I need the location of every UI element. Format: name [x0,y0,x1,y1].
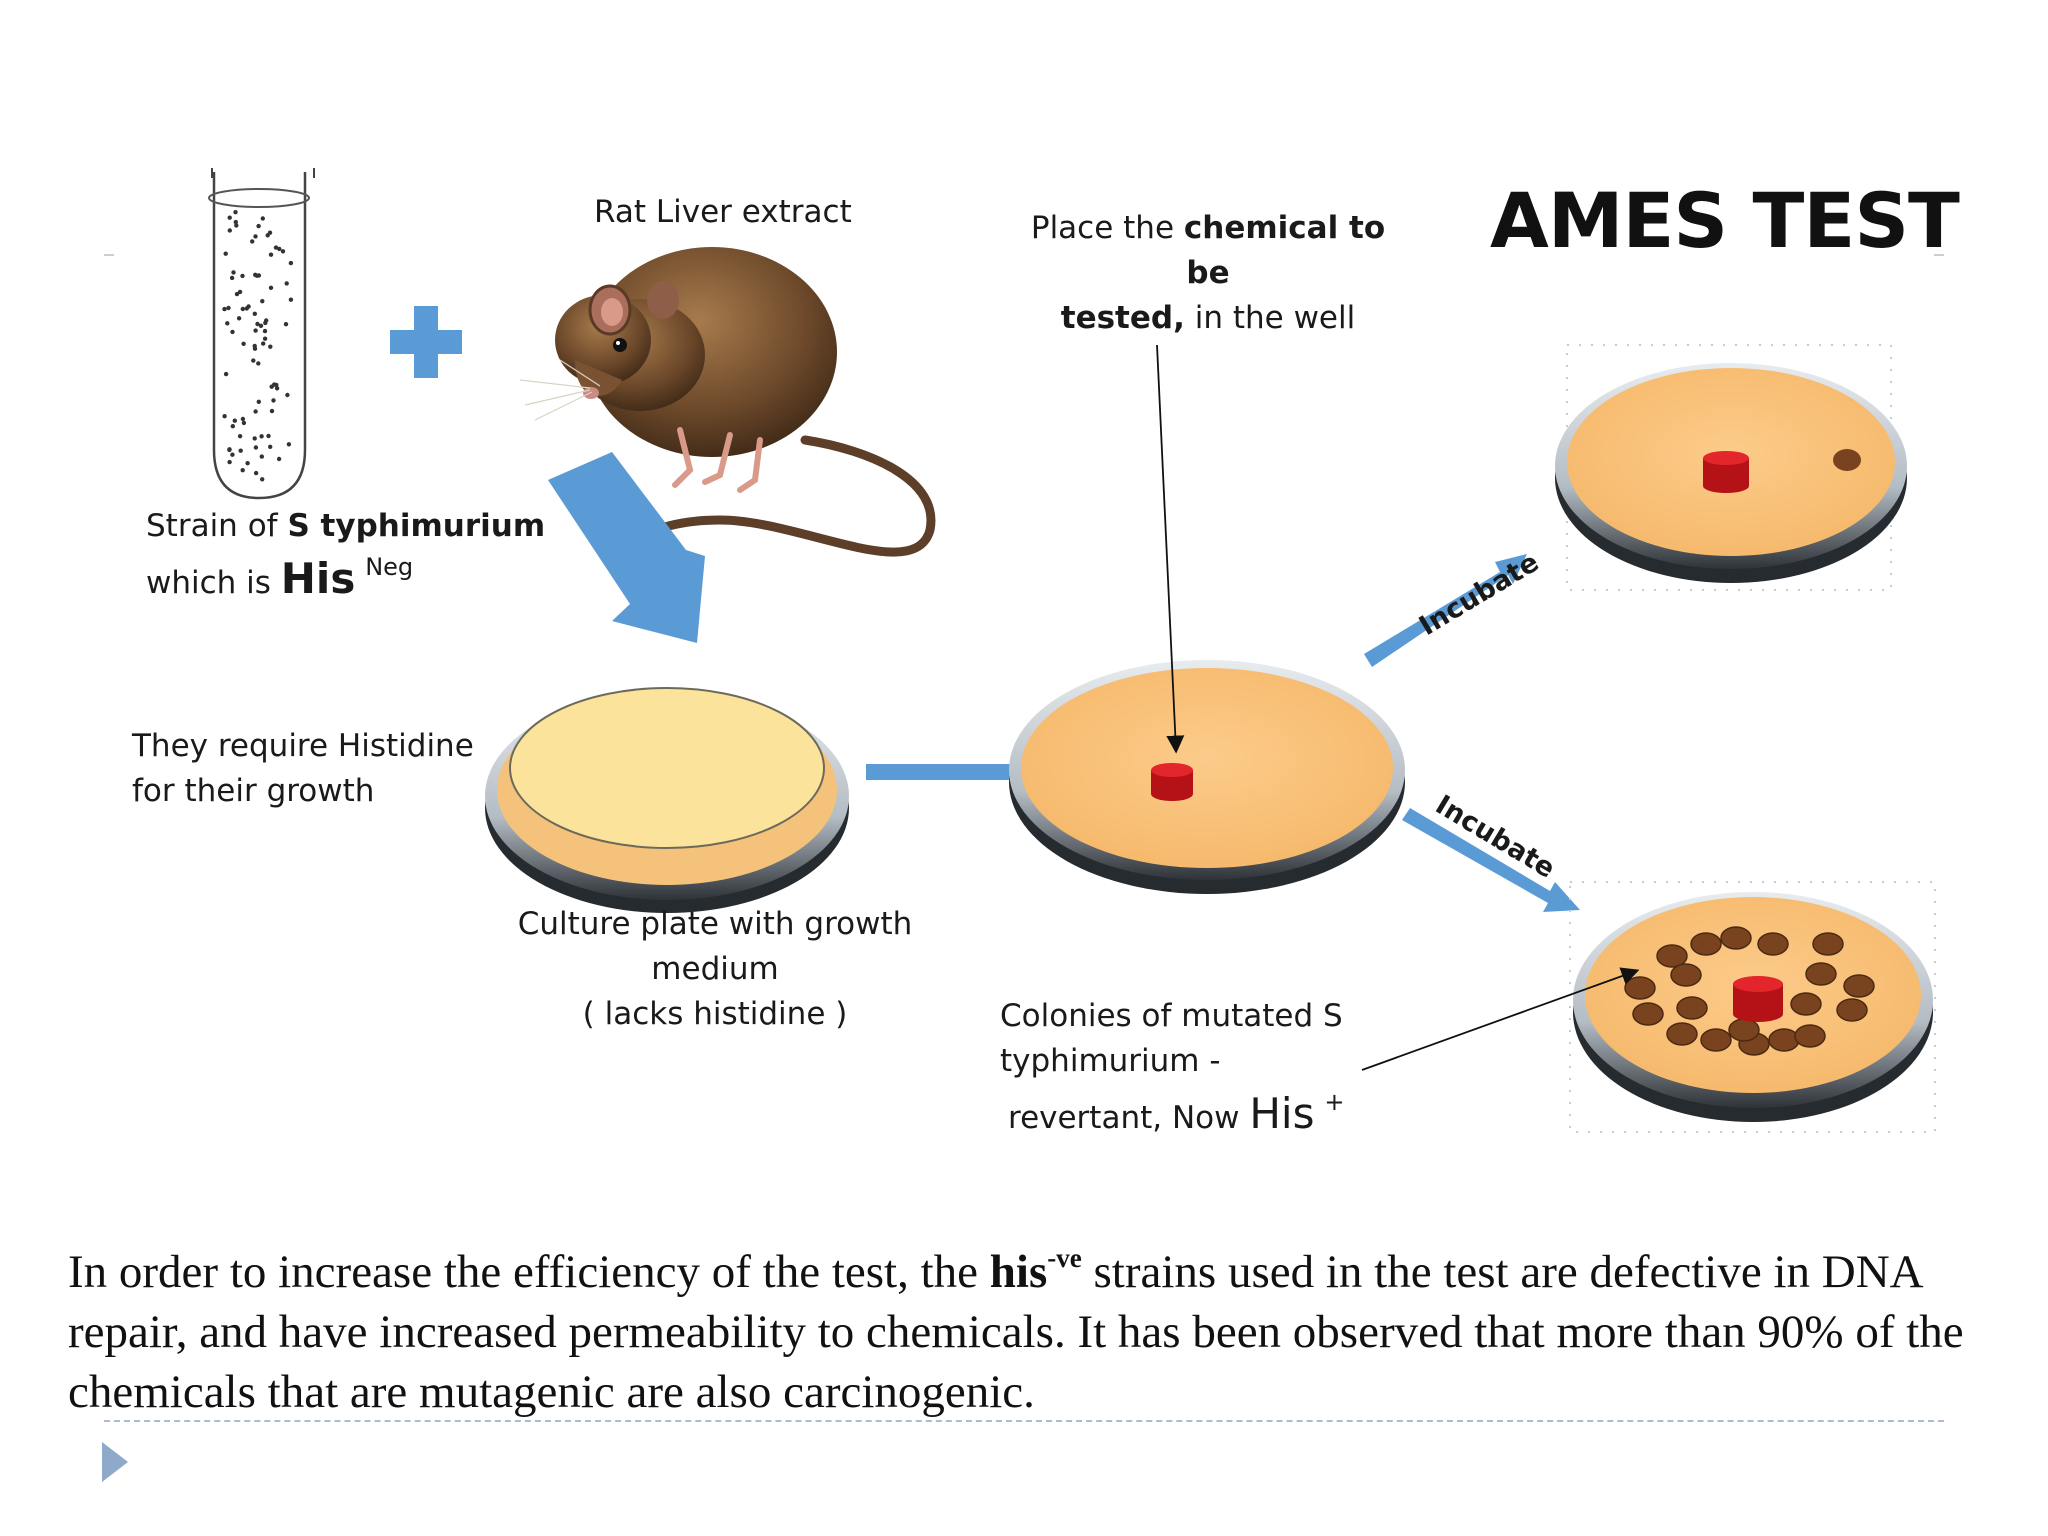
colony [1670,963,1702,987]
colony [1690,932,1722,956]
colony [1794,1024,1826,1048]
bullet-triangle-icon [102,1442,128,1482]
colony [1812,932,1844,956]
page-title: AMES TEST [1490,176,1960,265]
colony [1720,926,1752,950]
colony [1624,976,1656,1000]
colony [1676,996,1708,1020]
culture-plate [485,687,849,913]
chemical-label: Place the chemical to be tested, in the … [1030,210,1386,336]
incubated-plate-revertant [1361,881,1936,1133]
incubated-plate-control [1555,344,1907,591]
rat-label: Rat Liver extract [594,194,852,230]
colony [1843,974,1875,998]
colony [1805,962,1837,986]
strain-label: Strain of S typhimurium which is His Neg [146,508,546,603]
divider-left [104,254,114,256]
colony [1768,1028,1800,1052]
divider-right [1934,254,1944,256]
colony [1728,1018,1760,1042]
colony [1836,998,1868,1022]
rat-illustration [519,247,936,557]
colony [1656,944,1688,968]
colony [1700,1028,1732,1052]
colony [1666,1022,1698,1046]
test-tube [208,168,315,500]
colony [1757,932,1789,956]
caption-paragraph: In order to increase the efficiency of t… [68,1243,1964,1418]
plus-icon [390,306,462,378]
colony [1632,1002,1664,1026]
colony [1790,992,1822,1016]
arrow-incubate-top [1364,554,1527,667]
test-plate [1009,344,1405,894]
arrow-incubate-bottom [1402,808,1580,912]
chemical-well [1151,763,1193,801]
arrow-to-test-plate [866,754,1055,790]
divider-line [104,1420,1944,1422]
arrow-to-plate [548,452,705,643]
